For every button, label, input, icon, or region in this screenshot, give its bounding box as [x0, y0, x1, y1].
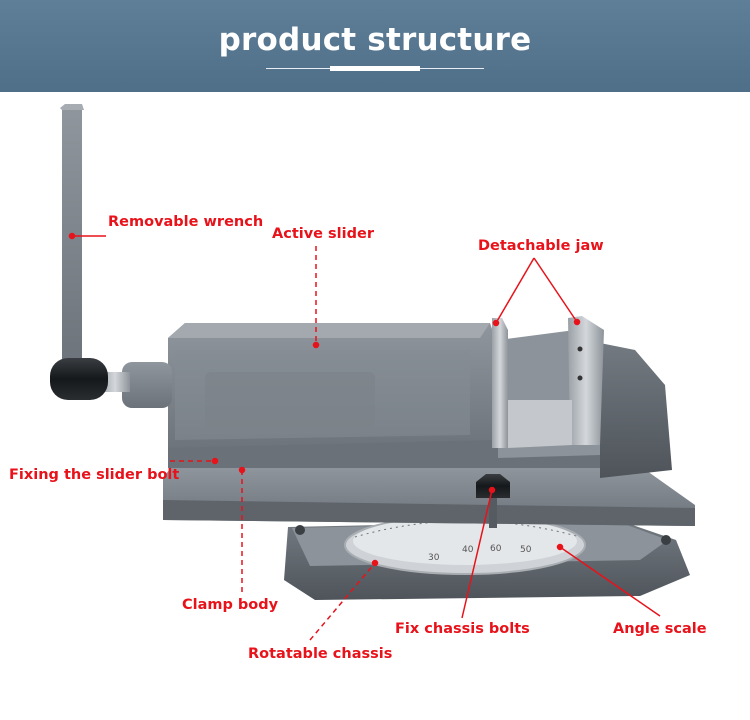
callout-line-jaw-left — [495, 257, 535, 324]
header-banner: product structure — [0, 0, 750, 92]
detachable-jaw-right — [568, 316, 604, 445]
callout-line-angle-scale — [559, 546, 661, 617]
callout-dot — [492, 319, 500, 327]
label-removable-wrench: Removable wrench — [108, 214, 264, 230]
callout-dot — [371, 559, 379, 567]
scale-tick-label: 30 — [428, 553, 440, 563]
page-title: product structure — [218, 22, 532, 58]
callout-dot — [238, 466, 246, 474]
label-rotatable-chassis: Rotatable chassis — [248, 646, 393, 662]
scale-tick-label: 60 — [490, 544, 502, 554]
screw-boss — [100, 362, 172, 408]
callout-dot — [556, 543, 564, 551]
label-clamp-body: Clamp body — [182, 597, 279, 613]
callout-dot — [573, 318, 581, 326]
callout-dot — [211, 457, 219, 465]
callout-dot — [68, 232, 76, 240]
scale-tick-label: 40 — [462, 545, 474, 555]
scale-tick-label: 50 — [520, 545, 532, 555]
lower-plate — [163, 466, 695, 526]
callout-dot — [312, 341, 320, 349]
label-fix-chassis-bolts: Fix chassis bolts — [395, 621, 530, 637]
jaw-gap — [508, 400, 572, 448]
angle-scale-ring: 30 40 50 60 — [344, 515, 586, 575]
label-angle-scale: Angle scale — [613, 621, 707, 637]
label-detachable-jaw: Detachable jaw — [478, 238, 604, 254]
detachable-jaw-left — [492, 318, 508, 448]
callout-line-chassis-bolts — [461, 489, 493, 619]
label-active-slider: Active slider — [272, 226, 374, 242]
callout-line-chassis — [309, 562, 376, 641]
removable-wrench — [50, 104, 108, 400]
label-fixing-slider-bolt: Fixing the slider bolt — [9, 467, 180, 483]
chassis-bolt — [476, 474, 510, 528]
title-underline-accent — [330, 66, 420, 71]
callout-lines — [68, 232, 661, 641]
callout-line-jaw-right — [533, 257, 578, 323]
callout-dot — [488, 486, 496, 494]
